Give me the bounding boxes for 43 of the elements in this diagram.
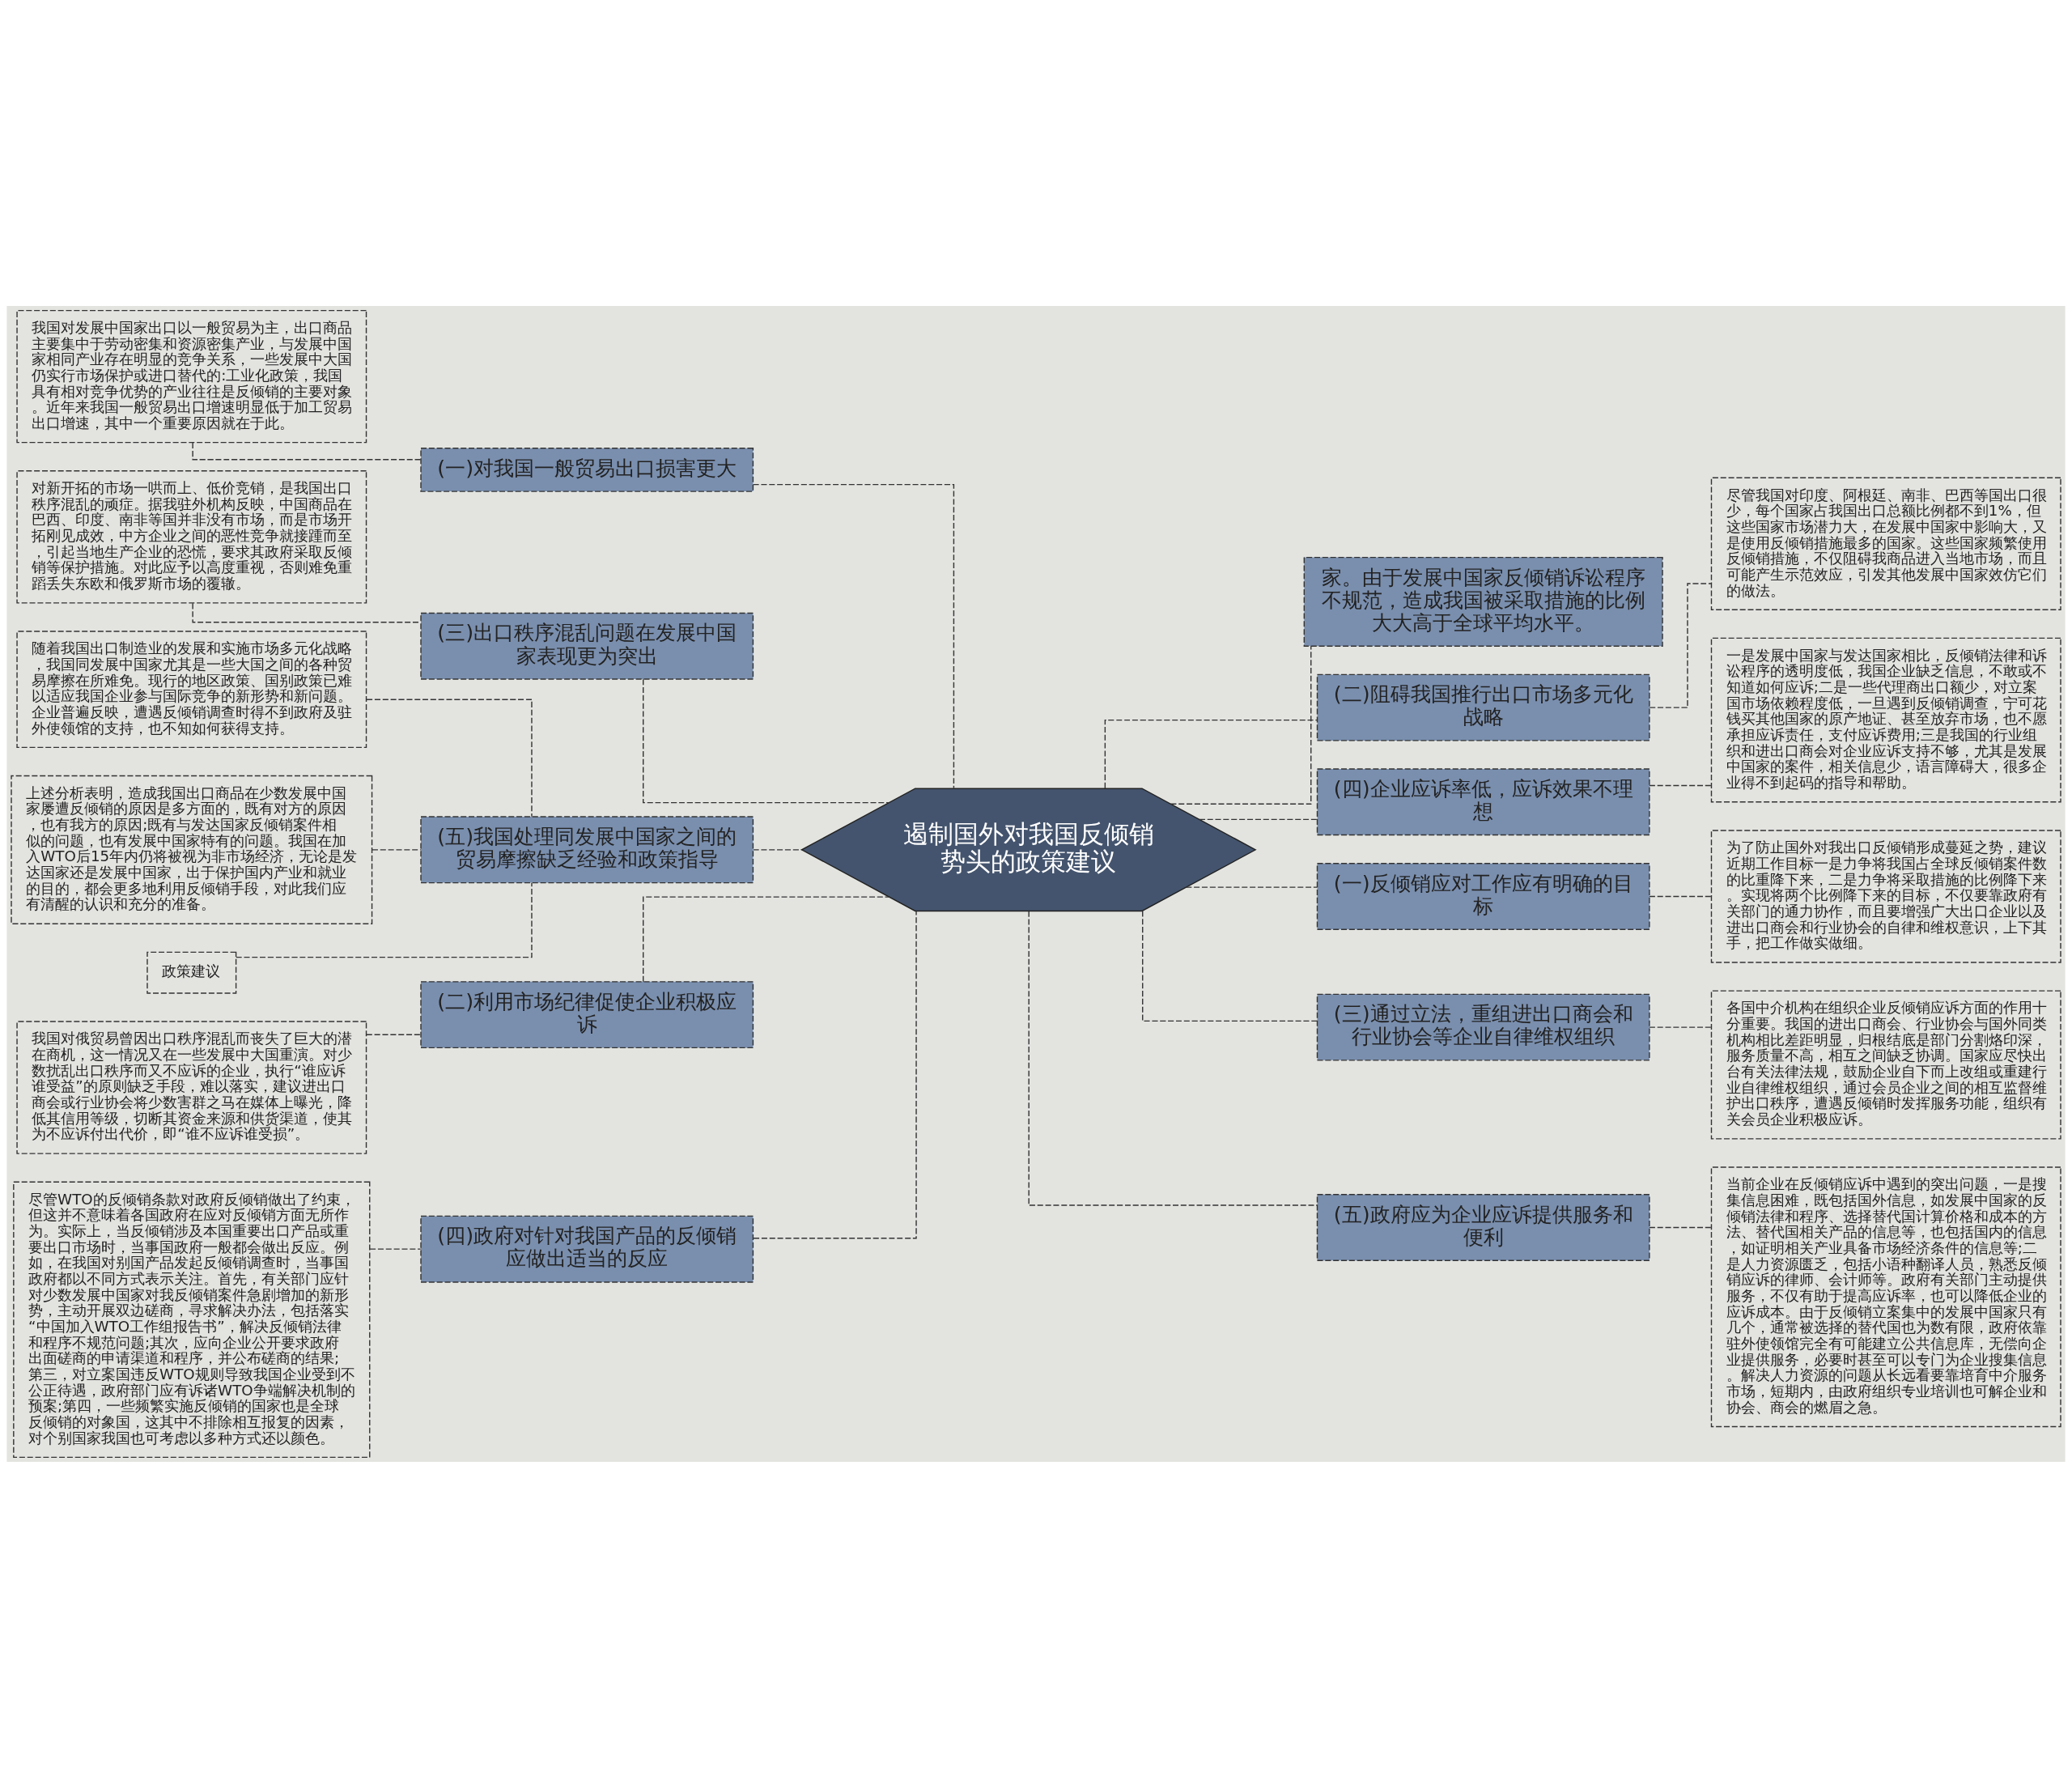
connector: [369, 1247, 422, 1250]
node-box: (三)通过立法，重组进出口商会和行业协会等企业自律维权组织: [1316, 993, 1650, 1061]
node-box: 我国对发展中国家出口以一般贸易为主，出口商品主要集中于劳动密集和资源密集产业，与发展中国家相同产业存在明显的竞争关系，一些发展中大国仍实行市场保护或进口替代的:工业化政策，我国具有相对竞争优势的产业往往是反倾销的主要对象。近年来我国一般贸易出口增速明显低于加工贸易出口增速，其中一个重要原因就在于此。: [16, 309, 367, 443]
node-box: (一)反倾销应对工作应有明确的目标: [1316, 862, 1650, 930]
node-box: 当前企业在反倾销应诉中遇到的突出问题，一是搜集信息困难，既包括国外信息，如发展中国家的反倾销法律和程序、选择替代国计算价格和成本的方法、替代国相关产品的信息等，也包括国内的信息，如证明相关产业具备市场经济条件的信息等;二是人力资源匮乏，包括小语种翻译人员，熟悉反倾销应诉的律师、会计师等。政府有关部门主动提供服务，不仅有助于提高应诉率，也可以降低企业的应诉成本。由于反倾销立案集中的发展中国家只有几个，通常被选择的替代国也为数有限，政府依靠驻外使领馆完全有可能建立公共信息库，无偿向企业提供服务，必要时甚至可以专门为企业搜集信息。解决人力资源的问题从长远看要靠培育中介服务市场，短期内，由政府组织专业培训也可解企业和协会、商会的燃眉之急。: [1710, 1166, 2061, 1427]
node-box: (二)阻碍我国推行出口市场多元化战略: [1316, 673, 1650, 741]
node-box: 一是发展中国家与发达国家相比，反倾销法律和诉讼程序的透明度低，我国企业缺乏信息，不敢或不知道如何应诉;二是一些代理商出口额少，对立案国市场依赖程度低，一旦遇到反倾销调查，宁可花钱买其他国家的原产地证、甚至放弃市场，也不愿承担应诉责任，支付应诉费用;三是我国的行业组织和进出口商会对企业应诉支持不够，尤其是发展中国家的案件，相关信息少，语言障碍大，很多企业得不到起码的指导和帮助。: [1710, 637, 2061, 802]
node-box: 各国中介机构在组织企业反倾销应诉方面的作用十分重要。我国的进出口商会、行业协会与国外同类机构相比差距明显，归根结底是部门分割烙印深，服务质量不高，相互之间缺乏协调。国家应尽快出台有关法律法规，鼓励企业自下而上改组或重建行业自律维权组织，通过会员企业之间的相互监督维护出口秩序，遭遇反倾销时发挥服务功能，组织有关会员企业积极应诉。: [1710, 989, 2061, 1140]
node-box: 政策建议: [146, 951, 237, 994]
connector: [643, 895, 890, 982]
node-box: 对新开拓的市场一哄而上、低价竞销，是我国出口秩序混乱的顽症。据我驻外机构反映，中国商品在巴西、印度、南非等国并非没有市场，而是市场开拓刚见成效，中方企业之间的恶性竞争就接踵而至，引起当地生产企业的恐慌，要求其政府采取反倾销等保护措施。对此应予以高度重视，否则难免重蹈丢失东欧和俄罗斯市场的覆辙。: [16, 469, 367, 604]
node-box: (二)利用市场纪律促使企业积极应诉: [420, 980, 754, 1048]
node-box: 随着我国出口制造业的发展和实施市场多元化战略，我国同发展中国家尤其是一些大国之间的各种贸易摩擦在所难免。现行的地区政策、国别政策已难以适应我国企业参与国际竞争的新形势和新问题。企业普遍反映，遭遇反倾销调查时得不到政府及驻外使领馆的支持，也不知如何获得支持。: [16, 630, 367, 748]
connector: [1170, 645, 1312, 805]
connector: [643, 678, 890, 803]
connector: [1199, 818, 1318, 820]
node-box: 我国对俄贸易曾因出口秩序混乱而丧失了巨大的潜在商机，这一情况又在一些发展中大国重演。对少数扰乱出口秩序而又不应诉的企业，执行“谁应诉谁受益”的原则缺乏手段，难以落实，建议进出口商会或行业协会将少数害群之马在媒体上曝光，降低其信用等级，切断其资金来源和供货渠道，使其为不应诉付出代价，即“谁不应诉谁受损”。: [16, 1020, 367, 1154]
connector: [753, 910, 917, 1239]
connector: [1142, 910, 1318, 1022]
connector: [1028, 910, 1318, 1206]
connector: [1649, 895, 1712, 897]
node-box: 家。由于发展中国家反倾销诉讼程序不规范，造成我国被采取措施的比例大大高于全球平均水平。: [1303, 556, 1663, 647]
connector: [1649, 784, 1712, 786]
connector: [372, 848, 422, 851]
node-box: (四)政府对针对我国产品的反倾销应做出适当的反应: [420, 1215, 754, 1283]
connector: [1649, 1226, 1712, 1228]
connector: [1649, 1026, 1712, 1028]
connector: [1104, 719, 1318, 789]
node-box: 上述分析表明，造成我国出口商品在少数发展中国家屡遭反倾销的原因是多方面的，既有对方的原因，也有我方的原因;既有与发达国家反倾销案件相似的问题，也有发展中国家特有的问题。我国在加入WTO后15年内仍将被视为非市场经济，无论是发达国家还是发展中国家，出于保护国内产业和就业的目的，都会更多地利用反倾销手段，对此我们应有清醒的认识和充分的准备。: [11, 775, 373, 924]
connector: [366, 1034, 422, 1035]
node-box: (三)出口秩序混乱问题在发展中国家表现更为突出: [420, 612, 754, 680]
connector: [366, 699, 533, 817]
node-box: 为了防止国外对我出口反倾销形成蔓延之势，建议近期工作目标一是力争将我国占全球反倾销案件数的比重降下来，二是力争将采取措施的比例降下来。实现将两个比例降下来的目标，不仅要靠政府有关部门的通力协作，而且要增强广大出口企业以及进出口商会和行业协会的自律和维权意识，上下其手，把工作做实做细。: [1710, 829, 2061, 963]
connector: [1185, 886, 1318, 888]
node-box: (一)对我国一般贸易出口损害更大: [420, 447, 754, 492]
node-box: (五)政府应为企业应诉提供服务和便利: [1316, 1193, 1650, 1261]
connector: [752, 483, 955, 788]
connector: [236, 881, 533, 958]
node-box: 尽管WTO的反倾销条款对政府反倾销做出了约束，但这并不意味着各国政府在应对反倾销方面无所作为。实际上，当反倾销涉及本国重要出口产品或重要出口市场时，当事国政府一般都会做出反应。例如，在我国对别国产品发起反倾销调查时，当事国政府都以不同方式表示关注。首先，有关部门应针对少数发展中国家对我反倾销案件急剧增加的新形势，主动开展双边磋商，寻求解决办法，包括落实“中国加入WTO工作组报告书”，解决反倾销法律和程序不规范问题;其次，应向企业公开要求政府出面磋商的申请渠道和程序，并公布磋商的结果;第三，对立案国违反WTO规则导致我国企业受到不公正待遇，政府部门应有诉诸WTO争端解决机制的预案;第四，一些频繁实施反倾销的国家也是全球反倾销的对象国，这其中不排除相互报复的因素，对个别国家我国也可考虑以多种方式还以颜色。: [13, 1181, 371, 1458]
node-box: (四)企业应诉率低，应诉效果不理想: [1316, 767, 1650, 835]
node-box: (五)我国处理同发展中国家之间的贸易摩擦缺乏经验和政策指导: [420, 815, 754, 883]
node-box: 尽管我国对印度、阿根廷、南非、巴西等国出口很少，每个国家占我国出口总额比例都不到1%，但这些国家市场潜力大，在发展中国家中影响大，又是使用反倾销措施最多的国家。这些国家频繁使用反倾销措施，不仅阻碍我商品进入当地市场，而且可能产生示范效应，引发其他发展中国家效仿它们的做法。: [1710, 477, 2061, 610]
connector: [753, 848, 803, 851]
